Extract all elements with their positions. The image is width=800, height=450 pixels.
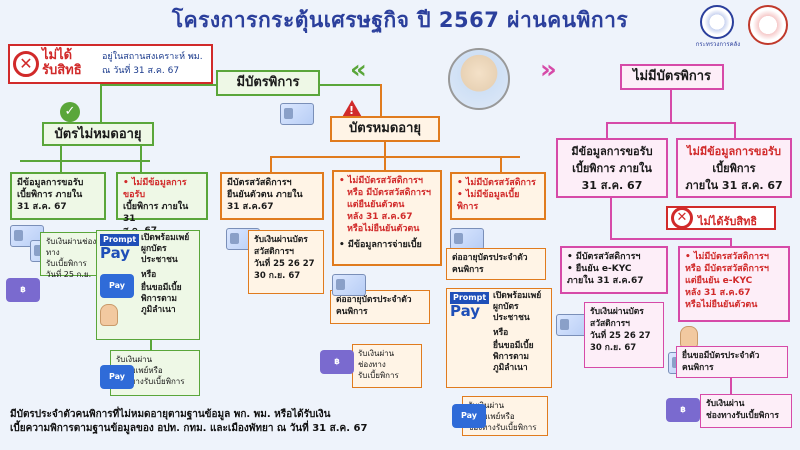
ne-promptpay-open: เปิดพร้อมเพย์ ผูกบัตร ประชาชน (141, 233, 190, 265)
nc-receive-channel: รับเงินผ่าน ช่องทางรับเบี้ยพิการ (700, 394, 792, 428)
nc-no-data-box: ไม่มีข้อมูลการขอรับ เบี้ยพิการ ภายใน 31 … (676, 138, 792, 198)
hand-icon (680, 326, 698, 348)
prompt-logo: Prompt (450, 292, 490, 304)
nc-right-line-0: ไม่มีบัตรสวัสดิการฯ หรือ มีบัตรสวัสดิการ… (685, 251, 783, 311)
pay-logo: Pay (450, 302, 481, 320)
nc-left-box: มีบัตรสวัสดิการฯ ยืนยัน e-KYC ภายใน 31 ส… (560, 246, 668, 294)
pay-phone-icon: Pay (100, 365, 134, 389)
exp-mid-line-0: ไม่มีบัตรสวัสดิการฯ (339, 175, 435, 187)
wallet-icon: ฿ (320, 350, 354, 374)
card-expired-header: บัตรหมดอายุ (330, 116, 440, 142)
wallet-icon: ฿ (666, 398, 700, 422)
nc-left-line-1: ยืนยัน e-KYC ภายใน 31 ส.ค.67 (567, 263, 661, 287)
exp-mid-box: ไม่มีบัตรสวัสดิการฯ หรือ มีบัตรสวัสดิการ… (332, 170, 442, 266)
top-reject-label: ไม่ได้ รับสิทธิ (42, 48, 82, 78)
ne-no-data-box: ไม่มีข้อมูลการขอรับ เบี้ยพิการ ภายใน 31 … (116, 172, 208, 236)
right-chevron-icon: » (540, 55, 557, 85)
ministry-seal-icon (748, 5, 788, 45)
exp-receive-welfare: รับเงินผ่านบัตร สวัสดิการฯ วันที่ 25 26 … (248, 230, 324, 294)
nc-left-line-0: มีบัตรสวัสดิการฯ (567, 251, 661, 263)
card-not-expired-header: บัตรไม่หมดอายุ (42, 122, 154, 146)
check-icon: ✓ (60, 102, 80, 122)
exp-mid-line-2: แต่ยืนยันตัวตน (347, 200, 405, 210)
nc-no-data-red: ไม่มีข้อมูลการขอรับ (687, 145, 781, 158)
prompt-logo: Prompt (100, 234, 140, 246)
exp-mid-line-5: มีข้อมูลการจ่ายเบี้ย (339, 239, 435, 251)
ne-has-data-box: มีข้อมูลการขอรับ เบี้ยพิการ ภายใน 31 ส.ค… (10, 172, 106, 220)
exp-welfare-verified-box: มีบัตรสวัสดิการฯ ยืนยันตัวตน ภายใน 31 ส.… (220, 172, 324, 220)
exp-receive-channel: รับเงินผ่าน ช่องทาง รับเบี้ยพิการ (352, 344, 422, 388)
exp-right-line-0: ไม่มีบัตรสวัสดิการ (457, 177, 539, 189)
exp-apply-local: ยื่นขอมีเบี้ย พิการตาม ภูมิลำเนา (493, 341, 534, 373)
nc-has-data-box: มีข้อมูลการขอรับ เบี้ยพิการ ภายใน 31 ส.ค… (556, 138, 668, 198)
nc-apply-card: ยื่นขอมีบัตรประจำตัว คนพิการ (676, 346, 788, 378)
ministry-logo-icon (700, 5, 734, 39)
top-reject-note: อยู่ในสถานสงเคราะห์ พม. ณ วันที่ 31 ส.ค.… (102, 52, 203, 76)
exp-renew-card: ต่ออายุบัตรประจำตัว คนพิการ (330, 290, 430, 324)
ne-no-data-red: ไม่มีข้อมูลการขอรับ (123, 177, 201, 201)
footnote: มีบัตรประจำตัวคนพิการที่ไม่หมดอายุตามฐาน… (10, 409, 368, 434)
has-card-header: มีบัตรพิการ (216, 70, 320, 96)
exp-promptpay-box: Prompt Pay เปิดพร้อมเพย์ ผูกบัตร ประชาชน… (446, 288, 552, 388)
reject-x-icon: ✕ (13, 51, 39, 77)
warning-icon: ! (341, 100, 363, 119)
pay-phone-icon: Pay (452, 404, 486, 428)
ne-or-label: หรือ (141, 270, 157, 280)
exp-or-label: หรือ (493, 328, 509, 338)
exp-mid-line-1: หรือ มีบัตรสวัสดิการฯ (347, 188, 431, 198)
pay-phone-icon: Pay (100, 274, 134, 298)
welfare-card-icon (556, 314, 590, 336)
exp-right-box: ไม่มีบัตรสวัสดิการ ไม่มีข้อมูลเบี้ยพิการ (450, 172, 546, 220)
reject-x-icon: ✕ (671, 207, 693, 229)
page-title: โครงการกระตุ้นเศรษฐกิจ ปี 2567 ผ่านคนพิก… (171, 8, 629, 32)
hand-icon (100, 304, 118, 326)
top-reject-box: ✕ ไม่ได้ รับสิทธิ อยู่ในสถานสงเคราะห์ พม… (8, 44, 213, 84)
nc-reject-box: ✕ ไม่ได้รับสิทธิ (666, 206, 776, 230)
ministry-logo-label: กระทรวงการคลัง (695, 41, 741, 48)
left-chevron-icon: « (350, 55, 367, 85)
wallet-icon: ฿ (6, 278, 40, 302)
id-card-icon (450, 228, 484, 250)
nc-right-box: ไม่มีบัตรสวัสดิการฯ หรือ มีบัตรสวัสดิการ… (678, 246, 790, 322)
nc-receive-welfare: รับเงินผ่านบัตร สวัสดิการฯ วันที่ 25 26 … (584, 302, 664, 368)
exp-renew-card-2: ต่ออายุบัตรประจำตัว คนพิการ (446, 248, 546, 280)
id-card-icon (280, 103, 314, 125)
id-card-icon (332, 274, 366, 296)
nc-no-data-rest: เบี้ยพิการ ภายใน 31 ส.ค. 67 (685, 162, 783, 192)
exp-mid-line-4: หรือไม่ยืนยันตัวตน (347, 224, 420, 234)
people-illustration (448, 48, 510, 110)
pay-logo: Pay (100, 244, 131, 262)
exp-right-line-1: ไม่มีข้อมูลเบี้ยพิการ (457, 189, 539, 213)
no-card-header: ไม่มีบัตรพิการ (620, 64, 724, 90)
exp-promptpay-open: เปิดพร้อมเพย์ ผูกบัตร ประชาชน (493, 291, 542, 323)
nc-reject-label: ไม่ได้รับสิทธิ (698, 215, 758, 228)
ne-apply-local: ยื่นขอมีเบี้ย พิการตาม ภูมิลำเนา (141, 283, 182, 315)
exp-mid-line-3: หลัง 31 ส.ค.67 (347, 212, 413, 222)
